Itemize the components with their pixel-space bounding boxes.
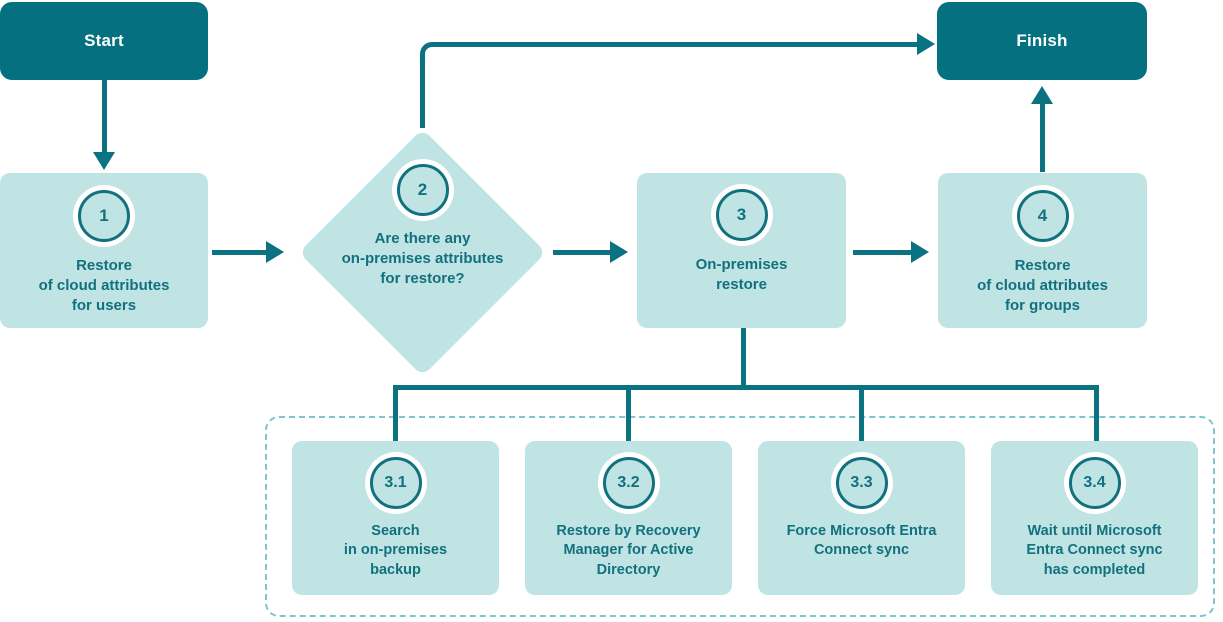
node-step-4[interactable]: 4 Restore of cloud attributes for groups	[938, 173, 1147, 328]
node-step-3-3[interactable]: 3.3 Force Microsoft Entra Connect sync	[758, 441, 965, 595]
node-step-4-label: Restore of cloud attributes for groups	[977, 257, 1108, 314]
node-step-3-2-label: Restore by Recovery Manager for Active D…	[556, 523, 701, 578]
node-step-3-3-label: Force Microsoft Entra Connect sync	[786, 523, 937, 559]
node-step-3-2[interactable]: 3.2 Restore by Recovery Manager for Acti…	[525, 441, 732, 595]
node-step-1-badge: 1	[78, 190, 130, 242]
edge-start-to-step1-line	[102, 80, 107, 158]
node-step-3-2-badge-label: 3.2	[617, 474, 640, 491]
node-step-3-badge-label: 3	[736, 205, 747, 224]
edge-step1-to-step2-line	[212, 250, 270, 255]
edge-step4-to-finish-line	[1040, 100, 1045, 172]
edge-step3-to-step4-arrowhead	[911, 241, 929, 263]
node-step-2-badge: 2	[396, 164, 449, 216]
node-step-2-badge-label: 2	[417, 180, 428, 199]
node-step-3-3-badge: 3.3	[835, 457, 888, 509]
node-step-3-1-label: Search in on-premises backup	[343, 523, 448, 578]
node-start[interactable]: Start	[0, 2, 208, 80]
node-start-label: Start	[84, 31, 124, 50]
node-step-3-1-badge: 3.1	[369, 457, 422, 509]
edge-step4-to-finish-arrowhead	[1031, 86, 1053, 104]
node-step-3-4-badge-label: 3.4	[1083, 474, 1106, 491]
node-finish-label: Finish	[1016, 31, 1068, 50]
edge-step2-to-finish-corner	[420, 42, 446, 68]
edge-step2-to-step3-line	[553, 250, 613, 255]
node-step-4-badge-label: 4	[1037, 206, 1048, 225]
node-step-4-badge: 4	[1016, 190, 1069, 242]
edge-step2-to-finish-arrowhead	[917, 33, 935, 55]
edge-bus-drop-from-step3	[741, 326, 746, 388]
node-step-2-label: Are there any on-premises attributes for…	[341, 230, 504, 287]
node-step-3-4-label: Wait until Microsoft Entra Connect sync …	[1026, 523, 1163, 578]
edge-step3-to-step4-line	[853, 250, 915, 255]
edge-step1-to-step2-arrowhead	[266, 241, 284, 263]
edge-step2-to-finish-vertical	[420, 60, 425, 128]
edge-bus-branch-3-2	[626, 385, 631, 443]
edge-bus-branch-3-1	[393, 385, 398, 443]
node-step-2[interactable]: 2 Are there any on-premises attributes f…	[298, 128, 547, 377]
node-step-3-4[interactable]: 3.4 Wait until Microsoft Entra Connect s…	[991, 441, 1198, 595]
node-finish[interactable]: Finish	[937, 2, 1147, 80]
node-step-1-label: Restore of cloud attributes for users	[38, 257, 170, 314]
edge-bus-horizontal	[393, 385, 1099, 390]
node-step-3-2-badge: 3.2	[602, 457, 655, 509]
edge-step2-to-finish-horizontal	[440, 42, 927, 47]
node-step-3-badge: 3	[715, 189, 768, 241]
edge-step2-to-step3-arrowhead	[610, 241, 628, 263]
edge-start-to-step1-arrowhead	[93, 152, 115, 170]
node-step-3-4-badge: 3.4	[1068, 457, 1121, 509]
node-step-3-1-badge-label: 3.1	[384, 474, 407, 491]
node-step-3-label: On-premises restore	[695, 256, 788, 293]
node-step-1-badge-label: 1	[99, 206, 109, 225]
edge-bus-branch-3-4	[1094, 385, 1099, 443]
node-step-3-1[interactable]: 3.1 Search in on-premises backup	[292, 441, 499, 595]
node-step-3-3-badge-label: 3.3	[850, 474, 873, 491]
node-step-1[interactable]: 1 Restore of cloud attributes for users	[0, 173, 208, 328]
edge-bus-branch-3-3	[859, 385, 864, 443]
node-step-3[interactable]: 3 On-premises restore	[637, 173, 846, 328]
substep-group-container	[265, 416, 1215, 617]
